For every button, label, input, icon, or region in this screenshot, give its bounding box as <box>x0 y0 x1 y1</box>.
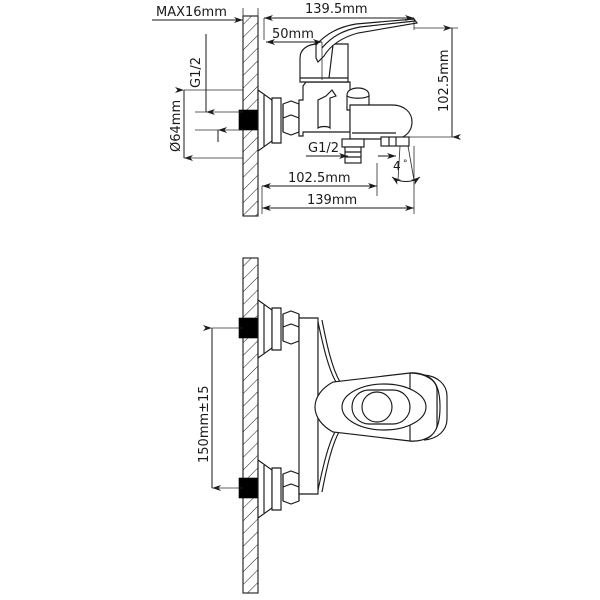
dim-label-64-diameter: Ø64mm <box>169 100 184 152</box>
spout-top <box>349 104 413 140</box>
dim-64mm-diameter: Ø64mm <box>169 87 243 161</box>
lever-handle-top <box>315 18 419 79</box>
spout-outlet-face <box>380 136 410 147</box>
label-g12-lower: G1/2 <box>306 141 348 159</box>
dim-label-102-5-horizontal: 102.5mm <box>288 171 351 186</box>
dim-50mm: 50mm <box>266 27 323 80</box>
wall-flange-top <box>257 88 282 153</box>
dim-max16mm: MAX16mm <box>152 5 259 24</box>
dim-label-g12-lower: G1/2 <box>308 141 339 156</box>
dim-150mm: 150mm±15 <box>197 325 243 491</box>
shower-outlet-top <box>341 138 365 164</box>
dim-102-5mm-horizontal: 102.5mm <box>262 163 378 196</box>
wall-flange-lower-bottom <box>257 458 300 520</box>
top-view-group: MAX16mm 139.5mm 50mm 102.5mm <box>152 2 461 217</box>
dim-139mm: 139mm <box>261 146 415 214</box>
wall-section-bottom <box>242 257 259 594</box>
dim-label-max16: MAX16mm <box>156 5 227 20</box>
wall-flange-upper-bottom <box>257 298 300 360</box>
dim-label-139: 139mm <box>307 193 357 208</box>
cartridge-outline-hint <box>317 89 337 130</box>
lever-handle-bottom <box>314 372 448 442</box>
dim-label-139-5: 139.5mm <box>305 2 368 17</box>
mixer-body-top <box>298 43 351 137</box>
dim-label-50: 50mm <box>272 27 314 42</box>
dim-139-5mm: 139.5mm <box>263 2 415 40</box>
label-g12-upper: G1/2 <box>189 34 243 142</box>
dim-angle-4deg: 4 ° <box>378 145 421 185</box>
dim-label-angle-4: 4 <box>393 159 401 173</box>
dim-102-5mm-vertical: 102.5mm <box>409 25 461 140</box>
dim-label-150: 150mm±15 <box>197 385 212 463</box>
bottom-view-group: 150mm±15 <box>197 257 448 594</box>
hex-nut-top <box>282 100 300 136</box>
dim-label-g12-upper: G1/2 <box>189 57 204 88</box>
dim-label-angle-degree-symbol: ° <box>403 159 408 169</box>
dim-label-102-5-vertical: 102.5mm <box>437 49 452 112</box>
